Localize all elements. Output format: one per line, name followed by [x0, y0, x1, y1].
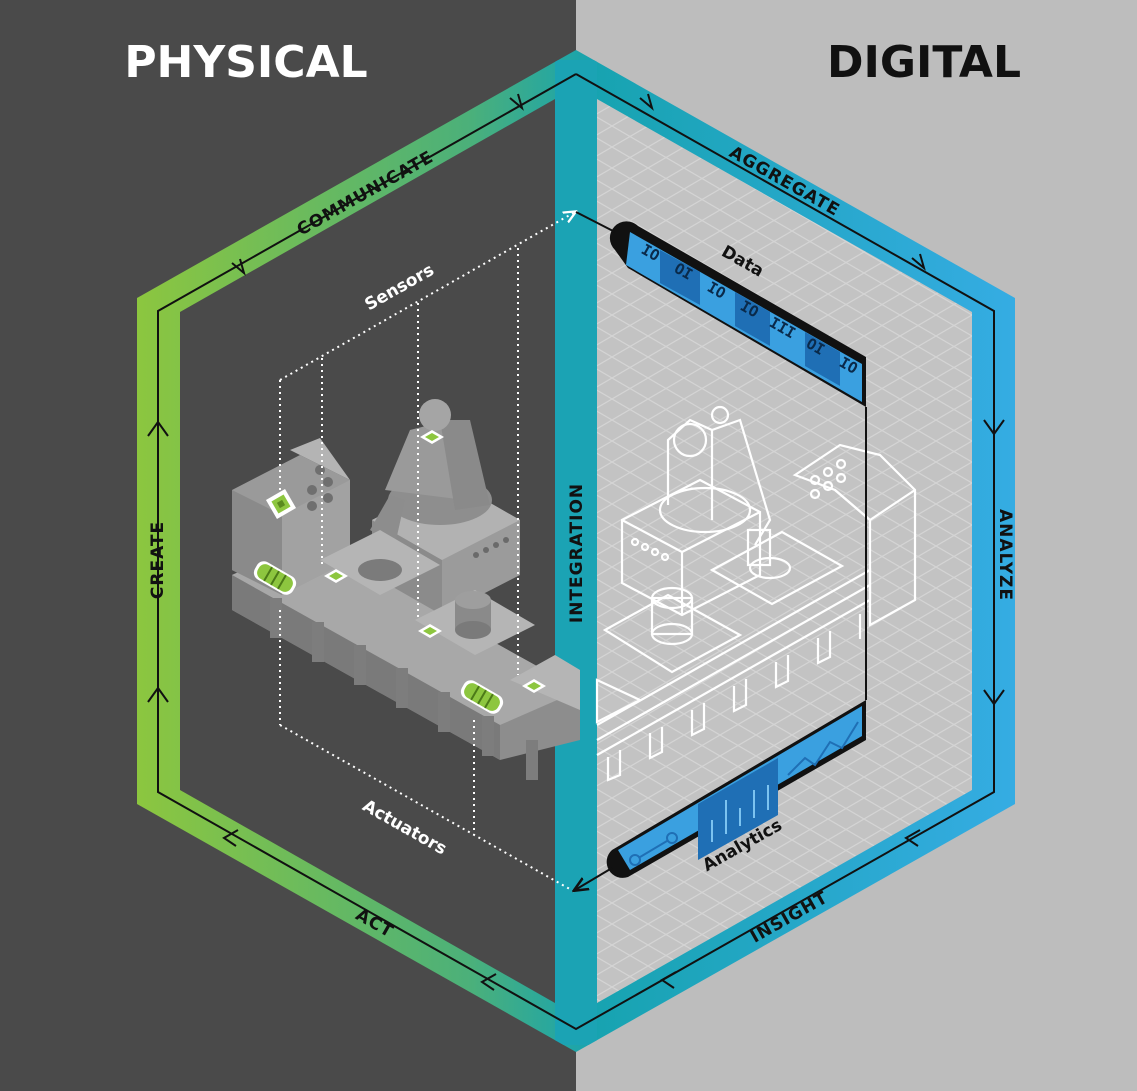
digital-title: DIGITAL [827, 37, 1021, 88]
actuators-link [279, 724, 576, 893]
digital-twin-machine [595, 405, 917, 782]
physical-title: PHYSICAL [124, 37, 367, 88]
node-link-icon [629, 832, 678, 866]
actuator-icon [460, 680, 504, 714]
flow-arrow-icon [509, 93, 524, 111]
flow-arrow-icon [639, 93, 654, 111]
sensor-actuator-links [279, 212, 576, 893]
flow-arrow-icon [983, 419, 1005, 436]
phase-analyze: ANALYZE [995, 509, 1015, 601]
flow-arrow-icon [147, 686, 169, 703]
flow-arrow-icon [904, 829, 921, 847]
phase-integration: INTEGRATION [567, 483, 587, 623]
flow-arrow-icon [660, 971, 677, 989]
flow-arrow-icon [147, 420, 169, 437]
sensor-icon [420, 430, 444, 444]
sensor-icon [324, 569, 348, 583]
sensors-link [279, 212, 575, 381]
flow-arrow-icon [983, 689, 1005, 706]
analytics-pipe [575, 700, 866, 890]
bar-chart-icon [711, 785, 769, 842]
flow-arrow-icon [222, 829, 239, 847]
flow-arrow-icon [911, 253, 926, 271]
phase-create: CREATE [148, 521, 168, 599]
digital-inner-area [597, 99, 972, 1003]
flow-arrow-icon [480, 973, 497, 991]
sensor-icon [418, 624, 442, 638]
cycle-path [157, 73, 995, 1031]
sensor-icon [265, 488, 297, 520]
flow-arrow-icon [231, 258, 246, 276]
line-chart-icon [787, 721, 859, 776]
sensors [265, 430, 546, 693]
actuators [253, 561, 504, 714]
sensor-icon [522, 679, 546, 693]
actuator-icon [253, 561, 297, 595]
data-pipe [575, 211, 867, 700]
flow-arrows [147, 93, 1005, 991]
